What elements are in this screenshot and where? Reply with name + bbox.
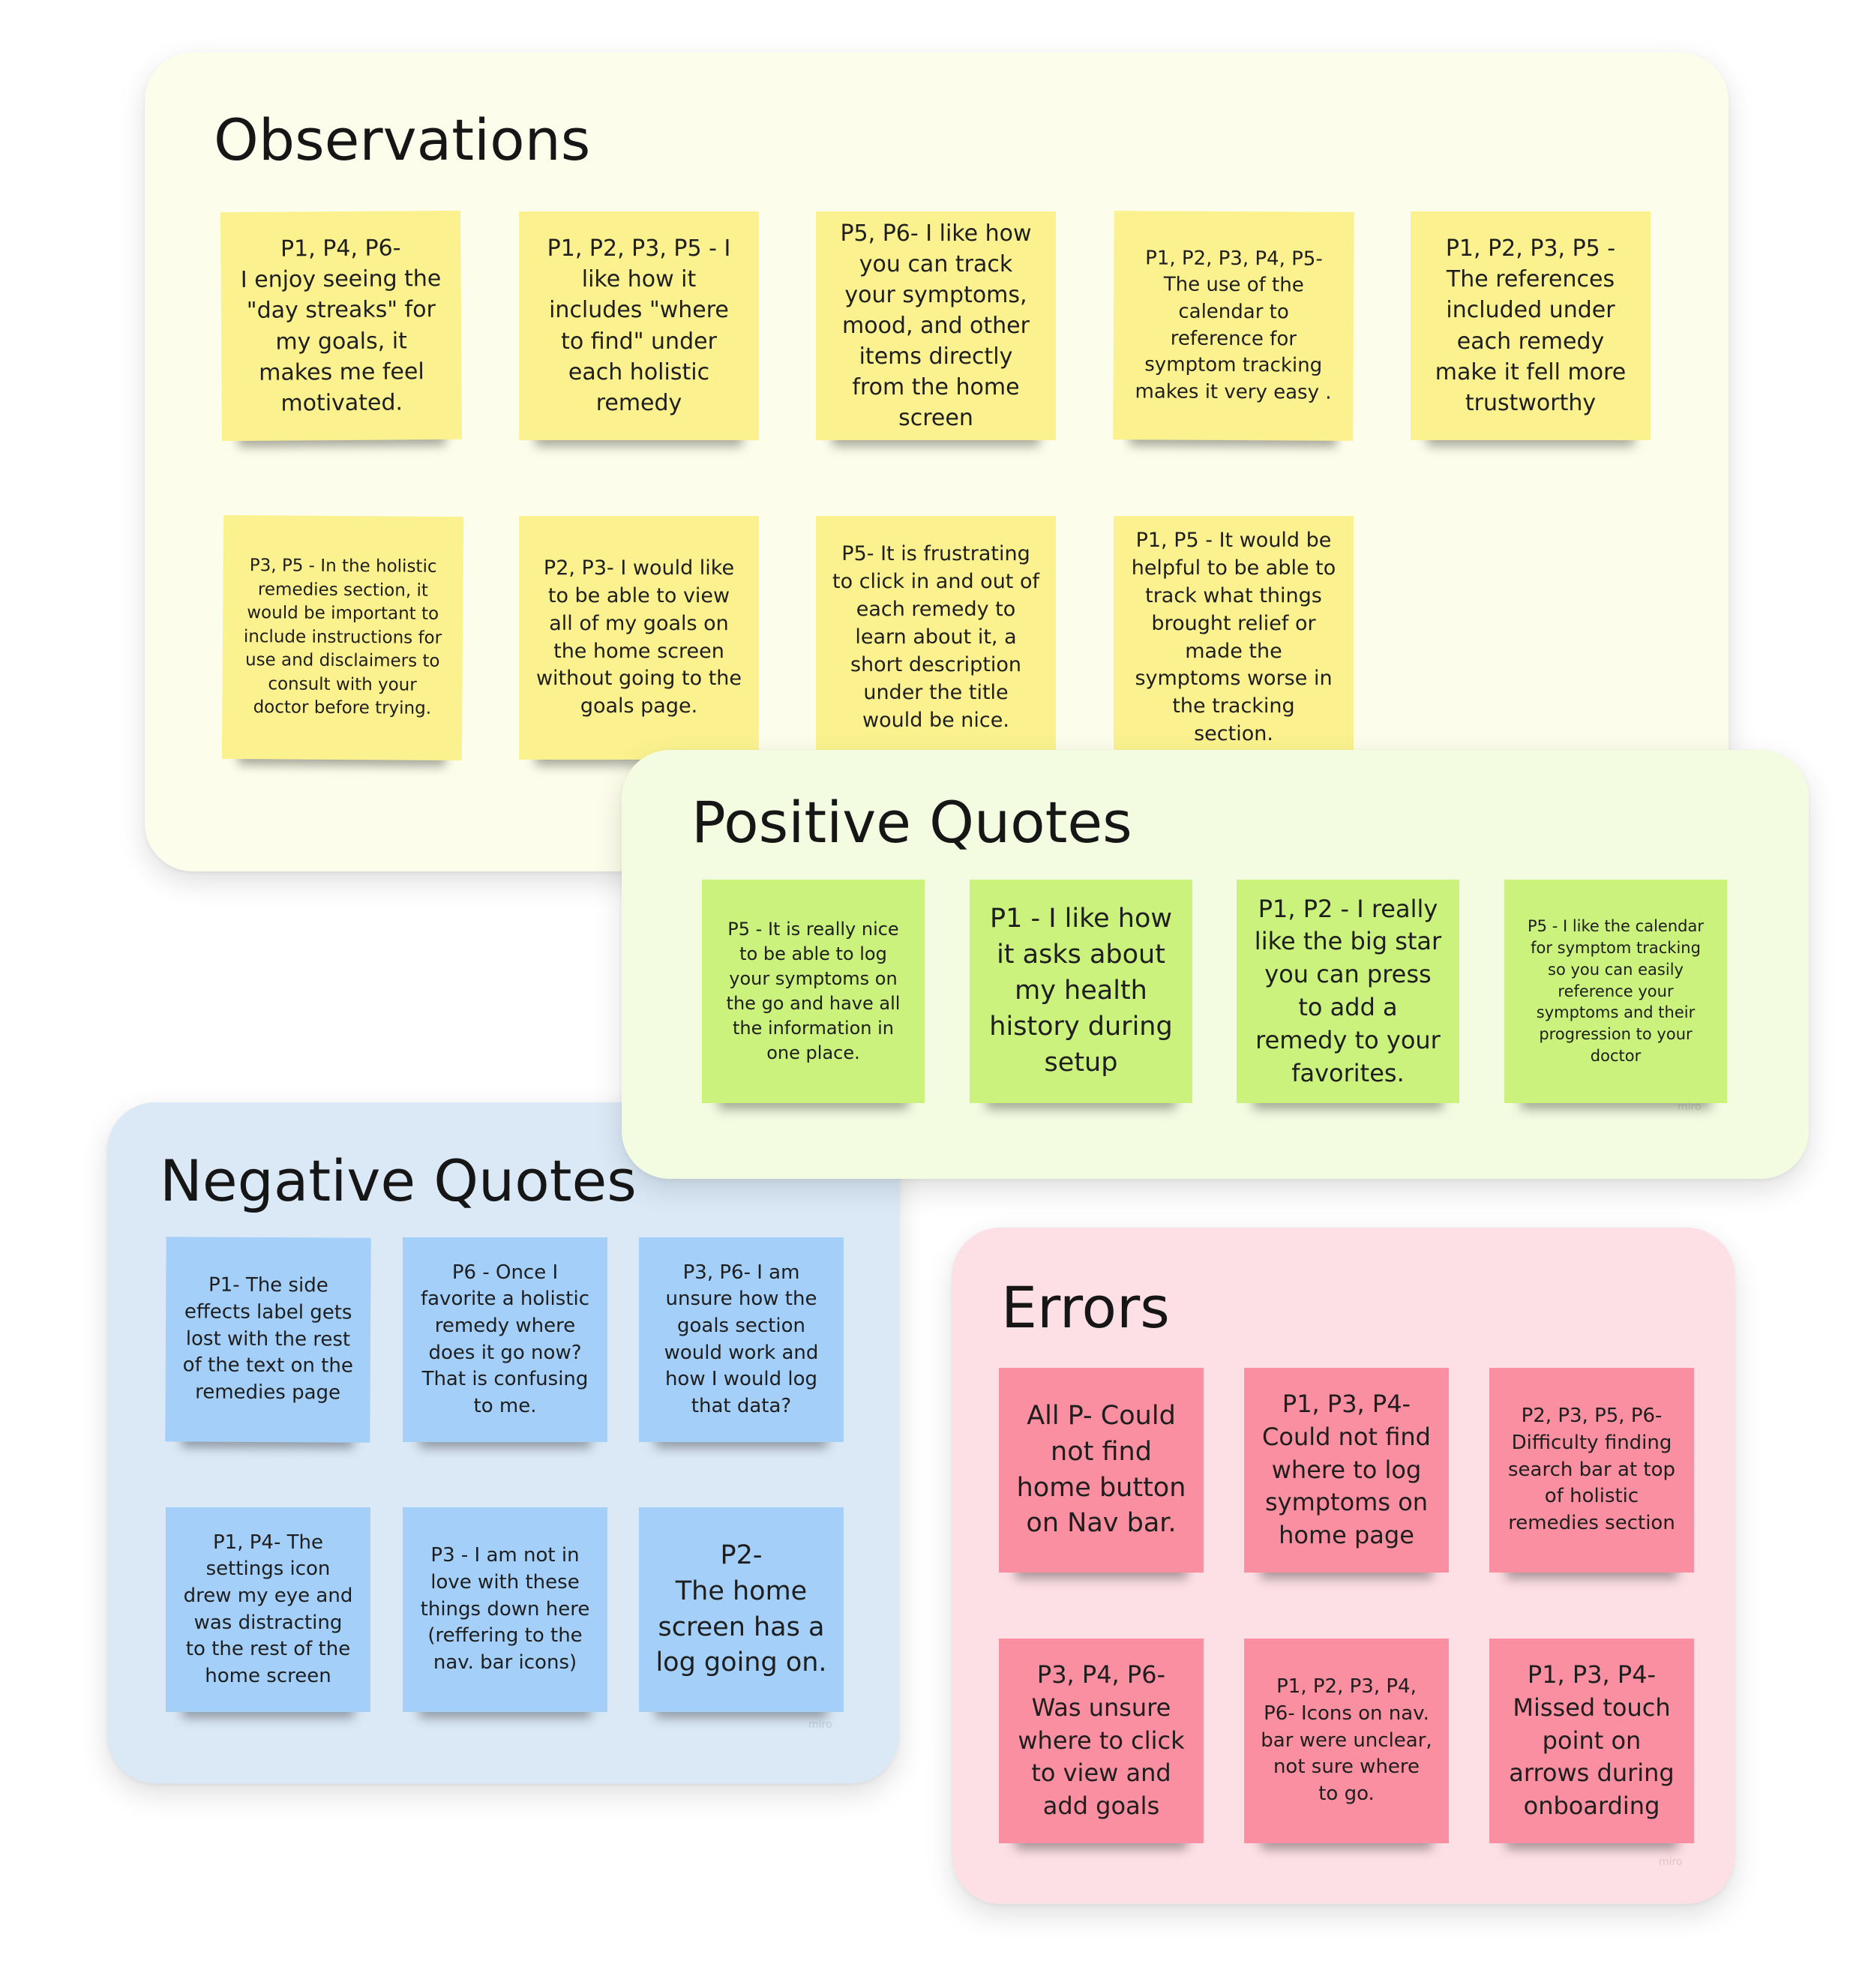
positive-quotes-board: Positive Quotes P5 - It is really nice t… [622, 750, 1809, 1179]
negative-note-2[interactable]: P6 - Once I favorite a holistic remedy w… [403, 1237, 607, 1442]
positive-quotes-title: Positive Quotes [691, 789, 1132, 856]
negative-note-6[interactable]: P2- The home screen has a log going on. [639, 1507, 844, 1712]
positive-note-3[interactable]: P1, P2 - I really like the big star you … [1237, 880, 1459, 1103]
positive-note-4[interactable]: P5 - I like the calendar for symptom tra… [1504, 880, 1727, 1103]
observations-title: Observations [214, 106, 591, 173]
observation-note-3[interactable]: P5, P6- I like how you can track your sy… [816, 211, 1056, 440]
error-note-4[interactable]: P3, P4, P6- Was unsure where to click to… [999, 1639, 1204, 1843]
observation-note-5[interactable]: P1, P2, P3, P5 - The references included… [1411, 211, 1651, 440]
negative-quotes-board: Negative Quotes P1- The side effects lab… [107, 1102, 899, 1783]
negative-note-5[interactable]: P3 - I am not in love with these things … [403, 1507, 607, 1712]
negative-note-4[interactable]: P1, P4- The settings icon drew my eye an… [166, 1507, 370, 1712]
error-note-6[interactable]: P1, P3, P4- Missed touch point on arrows… [1489, 1639, 1694, 1843]
observations-board: Observations P1, P4, P6- I enjoy seeing … [145, 52, 1729, 871]
observation-note-2[interactable]: P1, P2, P3, P5 - I like how it includes … [519, 211, 759, 440]
observation-note-9[interactable]: P1, P5 - It would be helpful to be able … [1114, 516, 1354, 760]
miro-watermark: miro [1659, 1856, 1683, 1868]
miro-watermark: miro [808, 1719, 832, 1731]
error-note-2[interactable]: P1, P3, P4- Could not find where to log … [1244, 1368, 1449, 1573]
negative-note-3[interactable]: P3, P6- I am unsure how the goals sectio… [639, 1237, 844, 1442]
observation-note-7[interactable]: P2, P3- I would like to be able to view … [519, 516, 759, 760]
positive-note-1[interactable]: P5 - It is really nice to be able to log… [702, 880, 925, 1103]
positive-note-2[interactable]: P1 - I like how it asks about my health … [970, 880, 1192, 1103]
observation-note-1[interactable]: P1, P4, P6- I enjoy seeing the "day stre… [220, 210, 463, 442]
observation-note-8[interactable]: P5- It is frustrating to click in and ou… [816, 516, 1056, 760]
errors-board: Errors All P- Could not find home button… [952, 1228, 1735, 1904]
observation-note-4[interactable]: P1, P2, P3, P4, P5- The use of the calen… [1113, 211, 1354, 441]
error-note-3[interactable]: P2, P3, P5, P6- Difficulty finding searc… [1489, 1368, 1694, 1573]
error-note-5[interactable]: P1, P2, P3, P4, P6- Icons on nav. bar we… [1244, 1639, 1449, 1843]
errors-title: Errors [1001, 1274, 1170, 1341]
observation-note-6[interactable]: P3, P5 - In the holistic remedies sectio… [221, 514, 464, 761]
miro-watermark: miro [1678, 1101, 1702, 1113]
error-note-1[interactable]: All P- Could not find home button on Nav… [999, 1368, 1204, 1573]
negative-note-1[interactable]: P1- The side effects label gets lost wit… [165, 1237, 371, 1443]
negative-quotes-title: Negative Quotes [160, 1147, 637, 1214]
